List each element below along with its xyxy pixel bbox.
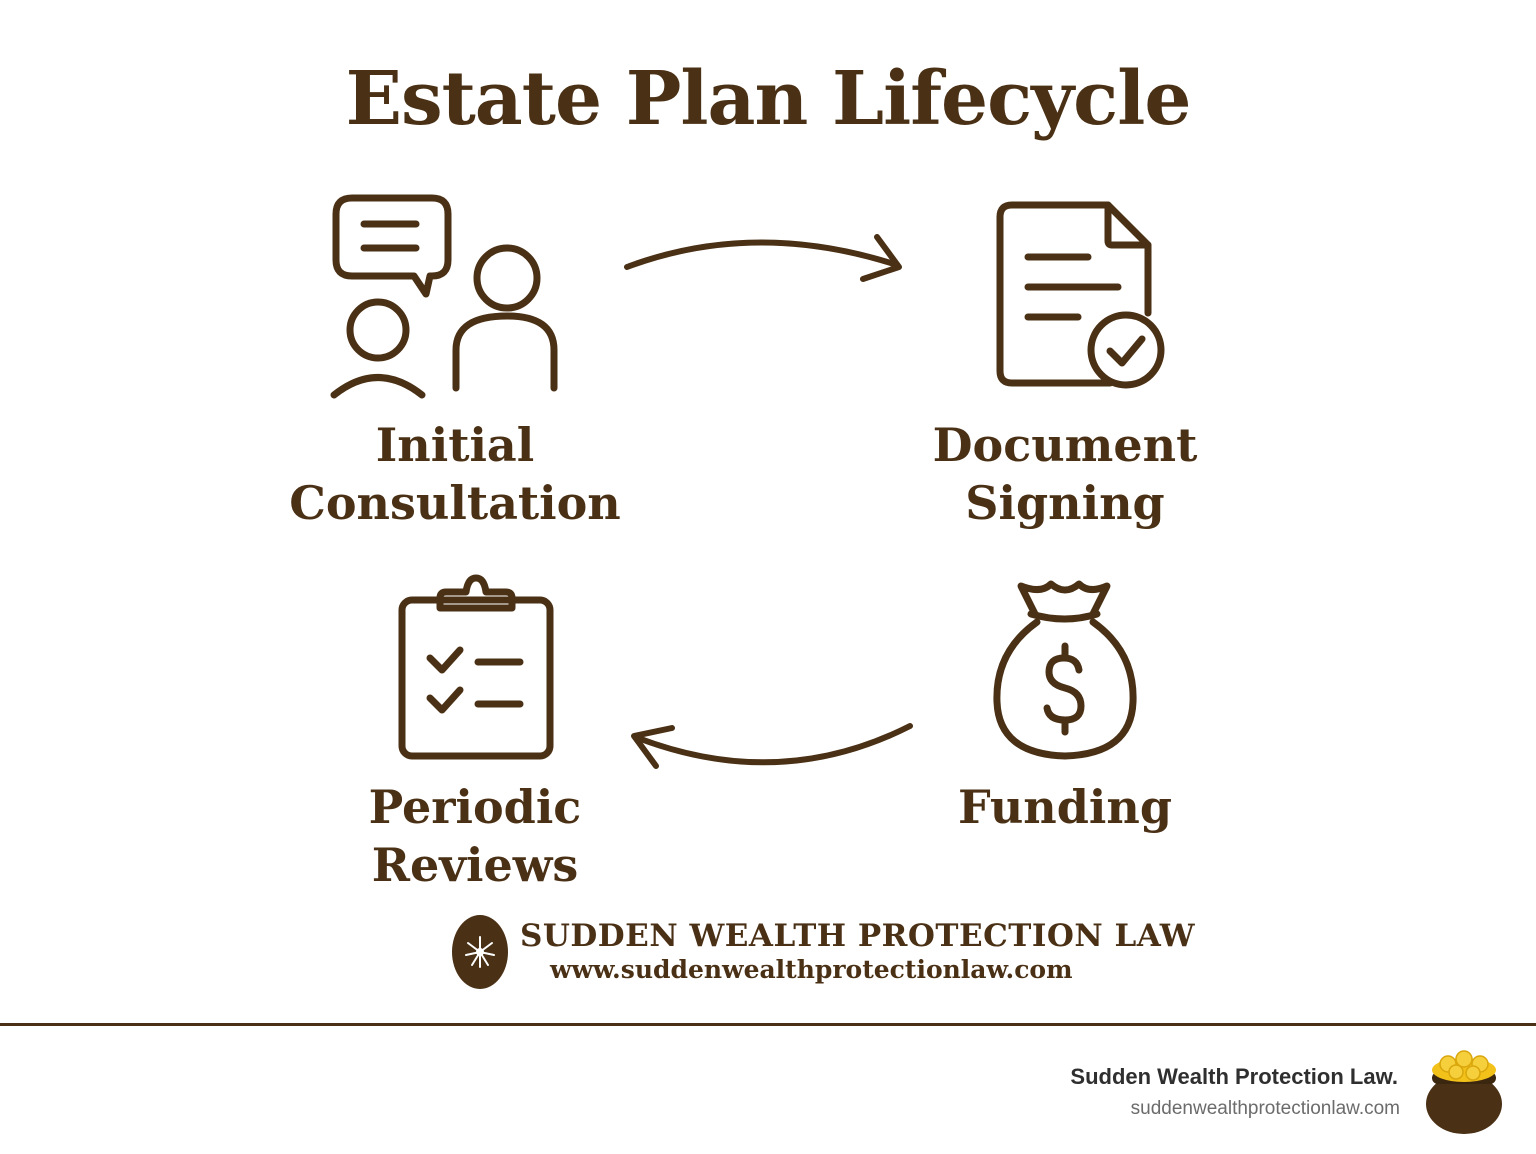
brand-logo — [452, 915, 508, 989]
brand-name: SUDDEN WEALTH PROTECTION LAW — [520, 918, 1196, 954]
stage-label-funding: Funding — [870, 778, 1260, 836]
stage-label-line: Funding — [958, 780, 1172, 834]
stage-label-line: Periodic — [368, 780, 582, 834]
consultation-people-icon — [330, 194, 558, 399]
stage-label-initial-consultation: Initial Consultation — [255, 416, 655, 532]
checklist-clipboard-icon — [398, 574, 554, 760]
curved-arrow-left-icon — [631, 723, 913, 769]
diagram-title: Estate Plan Lifecycle — [345, 56, 1192, 142]
stage-label-line: Consultation — [289, 476, 621, 530]
stage-label-line: Signing — [965, 476, 1165, 530]
curved-arrow-right-icon — [624, 234, 902, 282]
stage-label-document-signing: Document Signing — [870, 416, 1260, 532]
footer-url: suddenwealthprotectionlaw.com — [1130, 1098, 1400, 1119]
gold-pot-icon — [1426, 1050, 1502, 1134]
money-bag-icon — [993, 580, 1137, 760]
stage-label-line: Initial — [375, 418, 535, 472]
footer-company-name: Sudden Wealth Protection Law. — [1070, 1064, 1398, 1089]
flower-emblem-icon — [465, 936, 495, 968]
stage-label-line: Reviews — [371, 838, 579, 892]
stage-label-periodic-reviews: Periodic Reviews — [285, 778, 665, 894]
footer-divider — [0, 1023, 1536, 1026]
brand-url: www.suddenwealthprotectionlaw.com — [550, 955, 1073, 984]
signed-document-icon — [996, 201, 1165, 389]
stage-label-line: Document — [932, 418, 1198, 472]
